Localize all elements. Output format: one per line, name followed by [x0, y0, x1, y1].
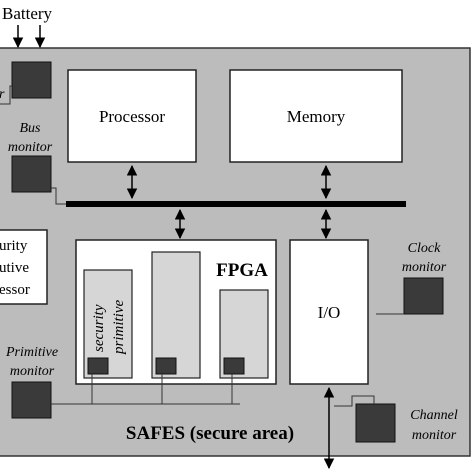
left-box-line-1: urity: [0, 238, 28, 254]
channel-monitor-label-2: monitor: [412, 428, 457, 443]
left-edge-label: r: [0, 87, 5, 102]
processor-block: [67, 69, 197, 163]
left-box-line-3: essor: [0, 282, 30, 298]
battery-label: Battery: [2, 4, 53, 23]
primitive-monitor-wire: [51, 374, 240, 405]
channel-monitor-box: [355, 403, 396, 443]
clock-monitor-label-1: Clock: [408, 241, 441, 256]
primitive-monitor-label-2: monitor: [10, 364, 55, 379]
security-primitive-label-1: security: [91, 304, 107, 352]
channel-monitor-wire: [334, 395, 375, 407]
io-label: I/O: [318, 303, 341, 322]
memory-label: Memory: [287, 107, 346, 126]
primitive-sensor-1: [87, 357, 109, 375]
bus-monitor-label-2: monitor: [8, 140, 53, 155]
io-block: [289, 239, 369, 385]
memory-block: [229, 69, 403, 163]
primitive-monitor-box: [11, 381, 52, 419]
processor-label: Processor: [99, 107, 165, 126]
monitor-top-left-wire: [0, 85, 12, 105]
fpga-label: FPGA: [216, 260, 268, 281]
bus-monitor-label-1: Bus: [20, 121, 42, 136]
primitive-monitor-label-1: Primitive: [5, 345, 58, 360]
channel-monitor-label-1: Channel: [410, 408, 458, 423]
security-primitive-label-2: primitive: [111, 300, 127, 355]
bus-monitor-box: [11, 155, 52, 193]
primitive-sensor-3: [223, 357, 245, 375]
clock-monitor-box: [403, 277, 444, 315]
security-primitive-processor-block: [0, 229, 48, 305]
left-box-line-2: utive: [0, 260, 29, 276]
clock-monitor-label-2: monitor: [402, 260, 447, 275]
bus-monitor-wire: [51, 187, 68, 205]
primitive-sensor-2: [155, 357, 177, 375]
safes-label: SAFES (secure area): [126, 423, 294, 444]
fpga-inner-block-2: [151, 251, 201, 379]
monitor-top-left: [11, 61, 52, 99]
